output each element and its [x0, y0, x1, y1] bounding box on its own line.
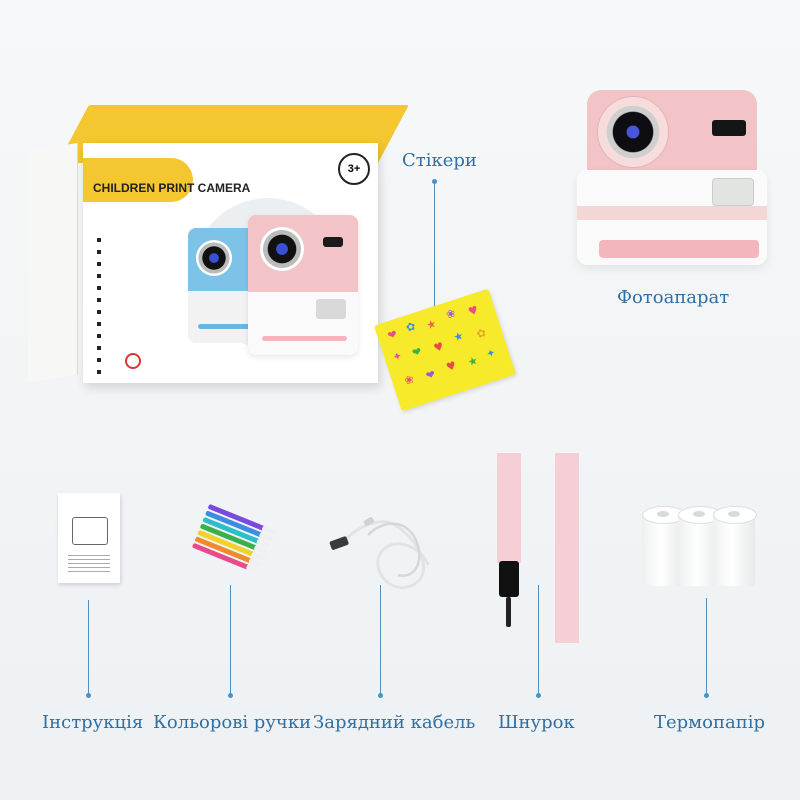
lanyard-loop: [506, 597, 511, 627]
camera-pink-strip: [577, 206, 767, 220]
color-pens: [188, 500, 280, 584]
age-badge: 3+: [338, 153, 370, 185]
cable-label: Зарядний кабель: [313, 712, 476, 733]
stickers-label: Стікери: [402, 150, 477, 171]
connector-dot: [228, 693, 233, 698]
main-camera: [577, 90, 767, 265]
thermal-paper-roll: [713, 506, 757, 586]
box-title: CHILDREN PRINT CAMERA: [93, 181, 251, 195]
charging-cable: [329, 517, 430, 589]
box-camera-pink: [248, 215, 358, 355]
connector-line: [230, 585, 231, 695]
camera-lens-icon: [260, 227, 304, 271]
manual-text-lines: [68, 555, 110, 573]
connector-line: [706, 598, 707, 695]
connector-dot: [536, 693, 541, 698]
connector-dot: [86, 693, 91, 698]
pens-label: Кольорові ручки: [153, 712, 312, 733]
paper-label: Термопапір: [654, 712, 766, 733]
box-side-panel: [28, 143, 78, 383]
lanyard-strap-long: [555, 453, 579, 643]
camera-lens-icon: [597, 96, 669, 168]
connector-dot: [432, 179, 437, 184]
sticker-sheet: ❤ ✿ ★ ❀ ♥ ✦ ❤ ♥ ★ ✿ ❀ ❤ ♥ ★ ✦: [374, 288, 516, 412]
box-yellow-tab: [83, 158, 193, 202]
camera-screen: [712, 120, 746, 136]
camera-lens-icon: [196, 240, 232, 276]
lanyard-strap: [497, 453, 521, 627]
box-dots-decoration: [97, 238, 101, 378]
lanyard-clip: [499, 561, 519, 597]
camera-label: Фотоапарат: [617, 287, 730, 308]
box-front-panel: CHILDREN PRINT CAMERA 3+: [83, 143, 378, 383]
thermal-paper-roll: [642, 506, 686, 586]
manual-label: Інструкція: [42, 712, 144, 733]
connector-line: [380, 585, 381, 695]
connector-line: [88, 600, 89, 695]
product-box: CHILDREN PRINT CAMERA 3+: [28, 105, 409, 395]
camera-print-slot: [599, 240, 759, 258]
connector-line: [538, 585, 539, 695]
warning-icon: [125, 353, 141, 369]
connector-line: [434, 182, 435, 312]
connector-dot: [704, 693, 709, 698]
connector-dot: [378, 693, 383, 698]
manual-camera-drawing: [72, 517, 108, 545]
camera-flash: [712, 178, 754, 206]
lanyard-label: Шнурок: [498, 712, 575, 733]
instruction-manual: [58, 493, 120, 583]
